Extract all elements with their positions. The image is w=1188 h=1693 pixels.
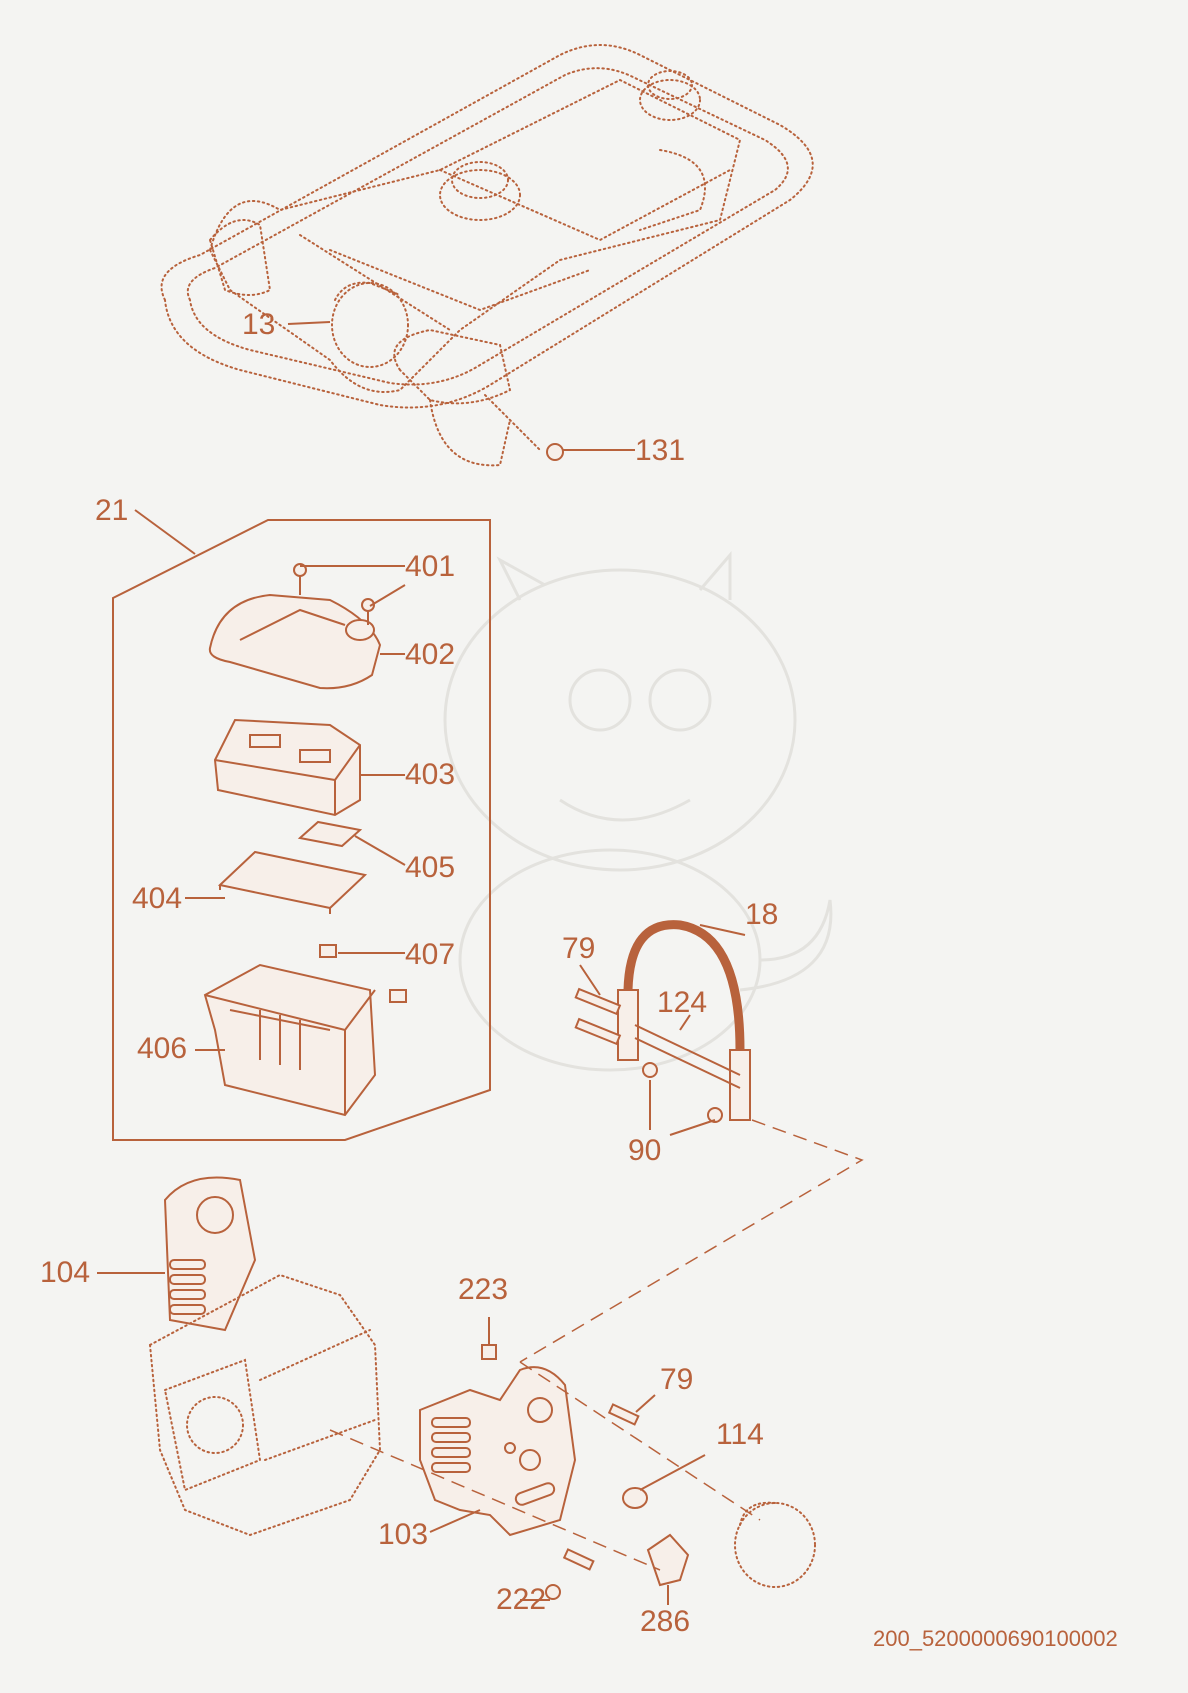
part-403-filter <box>213 718 361 817</box>
engine-block-outline <box>148 1273 382 1537</box>
part-label-13: 13 <box>242 308 276 341</box>
part-406-housing <box>203 963 377 1117</box>
part-label-124: 124 <box>657 986 708 1019</box>
end-cap-outline <box>734 1501 816 1588</box>
part-label-404: 404 <box>132 882 183 915</box>
part-103-plate <box>419 1366 577 1537</box>
part-label-286: 286 <box>640 1605 691 1638</box>
kit-21-frame <box>112 509 491 1141</box>
hardware-bolts <box>481 443 690 1600</box>
part-404-pad <box>217 850 368 914</box>
part-104-engine <box>163 1176 257 1332</box>
part-label-114: 114 <box>716 1418 764 1451</box>
part-label-131: 131 <box>635 434 686 467</box>
part-label-402: 402 <box>405 638 456 671</box>
part-label-403: 403 <box>405 758 456 791</box>
part-label-21: 21 <box>95 494 129 527</box>
part-label-18: 18 <box>745 898 779 931</box>
part-label-401: 401 <box>405 550 456 583</box>
part-label-79-upper: 79 <box>562 932 596 965</box>
part-label-406: 406 <box>137 1032 188 1065</box>
part-label-405: 405 <box>405 851 456 884</box>
part-label-223: 223 <box>458 1273 509 1306</box>
part-label-90: 90 <box>628 1134 662 1167</box>
mascot-watermark <box>443 550 833 1072</box>
part-402-cover <box>208 563 382 690</box>
part-label-407: 407 <box>405 938 456 971</box>
drawing-code: 200_5200000690100002 <box>873 1626 1118 1651</box>
leader-lines <box>97 321 746 1605</box>
part-label-79-lower: 79 <box>660 1363 694 1396</box>
part-label-104: 104 <box>40 1256 91 1289</box>
part-label-103: 103 <box>378 1518 429 1551</box>
assembly-dash-lines <box>329 1119 864 1571</box>
part-405-pad <box>297 820 363 848</box>
part-407-clips <box>319 944 407 1003</box>
part-18-handle <box>574 920 751 1123</box>
part-label-222: 222 <box>496 1583 547 1616</box>
mower-body-outline <box>160 44 814 467</box>
